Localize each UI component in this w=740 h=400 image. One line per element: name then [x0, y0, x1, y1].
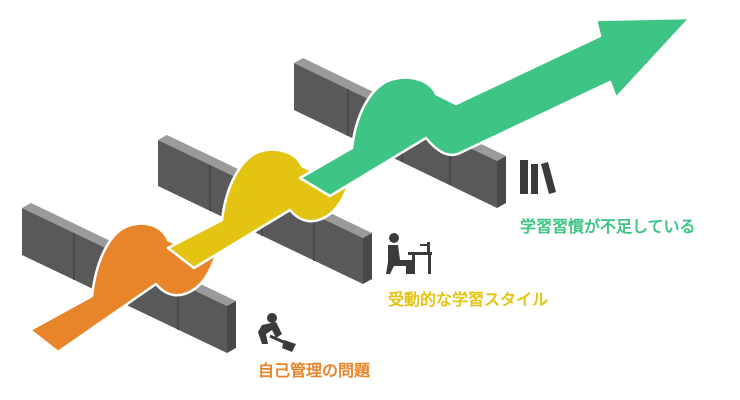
stage-label-2: 受動的な学習スタイル	[388, 290, 549, 309]
stage-label-3: 学習習慣が不足している	[520, 217, 696, 236]
barrier-2-end	[363, 233, 372, 284]
ribbon-green-arrow	[298, 16, 692, 198]
books-icon	[520, 160, 556, 194]
person-shoveling-icon	[258, 313, 296, 352]
barrier-1-end	[227, 301, 236, 353]
person-at-desk-icon	[386, 233, 432, 274]
stage-label-1: 自己管理の問題	[258, 361, 371, 380]
barrier-3-end	[497, 156, 506, 208]
